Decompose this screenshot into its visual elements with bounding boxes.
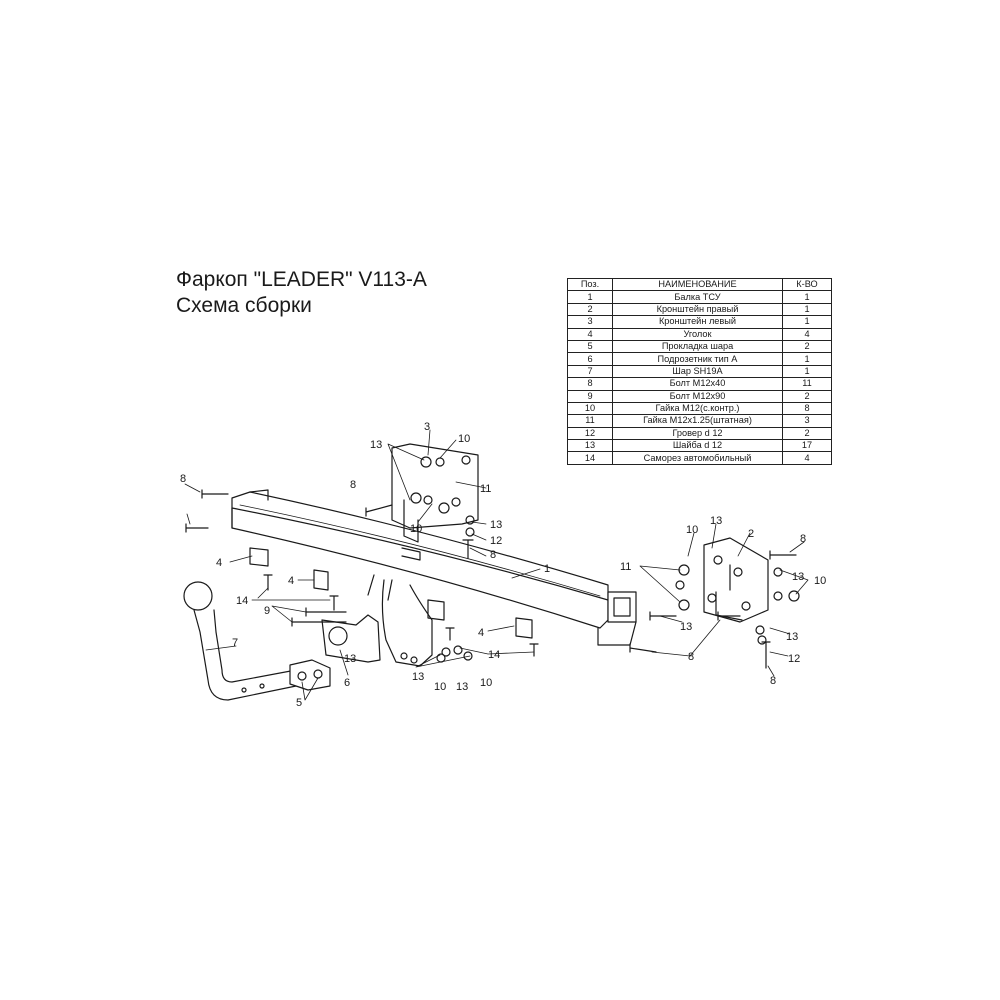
- callout-8: 8: [350, 479, 356, 491]
- drawing-title: Фаркоп "LEADER" V113-A: [176, 268, 427, 291]
- parts-table-header: Поз. НАИМЕНОВАНИЕ К-ВО: [567, 277, 832, 292]
- callout-10: 10: [458, 433, 470, 445]
- callout-13: 13: [412, 671, 424, 683]
- callout-6: 6: [344, 677, 350, 689]
- callout-10: 10: [686, 524, 698, 536]
- callout-13: 13: [710, 515, 722, 527]
- callout-10: 10: [480, 677, 492, 689]
- callout-12: 12: [490, 535, 502, 547]
- callout-5: 5: [296, 697, 302, 709]
- socket-plate: [321, 579, 433, 667]
- callout-13: 13: [490, 519, 502, 531]
- callout-14: 14: [488, 649, 500, 661]
- callout-13: 13: [680, 621, 692, 633]
- callout-labels: 8 4 4 14 9 13 7 5 6 8 3 10 13 10 11 13 1…: [180, 421, 826, 709]
- callout-8: 8: [800, 533, 806, 545]
- callout-10: 10: [814, 575, 826, 587]
- ball-spacer: [289, 659, 331, 691]
- callout-2: 2: [748, 528, 754, 540]
- callout-8: 8: [180, 473, 186, 485]
- callout-13: 13: [370, 439, 382, 451]
- callout-9: 9: [264, 605, 270, 617]
- callout-4: 4: [216, 557, 222, 569]
- callout-12: 12: [788, 653, 800, 665]
- callout-13: 13: [786, 631, 798, 643]
- leader-lines: [184, 429, 809, 701]
- nuts-washers: [436, 515, 767, 663]
- drawing-subtitle: Схема сборки: [176, 294, 312, 317]
- callout-14: 14: [236, 595, 248, 607]
- callout-10: 10: [410, 523, 422, 535]
- callout-4: 4: [288, 575, 294, 587]
- bracket-right: [675, 537, 800, 623]
- callout-8: 8: [770, 675, 776, 687]
- callout-4: 4: [478, 627, 484, 639]
- callout-13: 13: [456, 681, 468, 693]
- callout-11: 11: [480, 483, 491, 495]
- beam-tsu: [231, 489, 637, 646]
- callout-13: 13: [344, 653, 356, 665]
- callout-13: 13: [792, 571, 804, 583]
- bracket-left: [391, 443, 479, 543]
- callout-1: 1: [544, 563, 550, 575]
- callout-8: 8: [688, 651, 694, 663]
- angle-bracket: [249, 547, 533, 639]
- callout-7: 7: [232, 637, 238, 649]
- screws: [263, 574, 539, 657]
- callout-11: 11: [620, 561, 631, 573]
- callout-3: 3: [424, 421, 430, 433]
- bolts: [185, 489, 797, 669]
- callout-10: 10: [434, 681, 446, 693]
- row-quantity: 4: [782, 451, 832, 465]
- callout-8: 8: [490, 549, 496, 561]
